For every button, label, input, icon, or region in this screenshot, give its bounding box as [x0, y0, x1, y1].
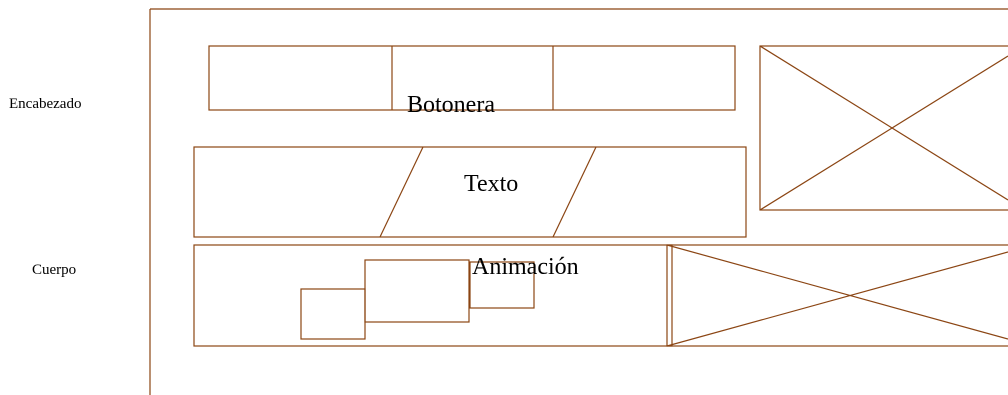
header-image-cross-1 [759, 45, 1008, 201]
animation-frame-small [300, 288, 366, 340]
text-label: Texto [464, 171, 519, 197]
text-box [193, 146, 747, 238]
body-section-label: Cuerpo [32, 262, 77, 278]
animation-box [193, 244, 673, 347]
text-box-slant-1 [379, 146, 424, 238]
header-image-cross-2 [759, 55, 1008, 211]
text-box-slant-2 [552, 146, 597, 238]
buttons-label: Botonera [407, 92, 495, 118]
body-image-placeholder [666, 244, 1008, 347]
header-image-placeholder [759, 45, 1008, 211]
animation-frame-large [364, 259, 470, 323]
button-bar-box [208, 45, 736, 111]
animation-label: Animación [472, 254, 579, 280]
body-image-cross-1 [666, 244, 1008, 340]
animation-frame-medium [469, 261, 535, 309]
body-image-cross-2 [666, 251, 1008, 347]
header-section-label: Encabezado [9, 96, 82, 112]
